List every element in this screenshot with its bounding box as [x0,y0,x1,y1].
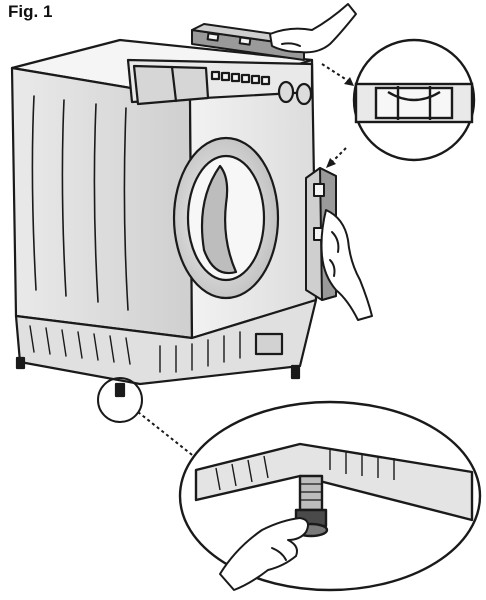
arrow-head-2 [326,158,336,168]
foot-front [116,384,124,396]
bubble-closeup [354,40,474,160]
arrow-to-bubble [322,64,350,164]
arrow-head-1 [344,77,354,86]
knob-2 [297,84,311,104]
foot-closeup [180,402,480,590]
plinth-flap [256,334,282,354]
foot-right [292,366,299,378]
machine-left-side [12,68,192,338]
knob-1 [279,82,293,102]
hand-top [270,4,356,52]
foot-left [17,358,24,368]
detergent-drawer [134,66,208,104]
foot-leader-line [138,412,196,458]
washing-machine [12,40,316,396]
hand-side [322,210,373,320]
